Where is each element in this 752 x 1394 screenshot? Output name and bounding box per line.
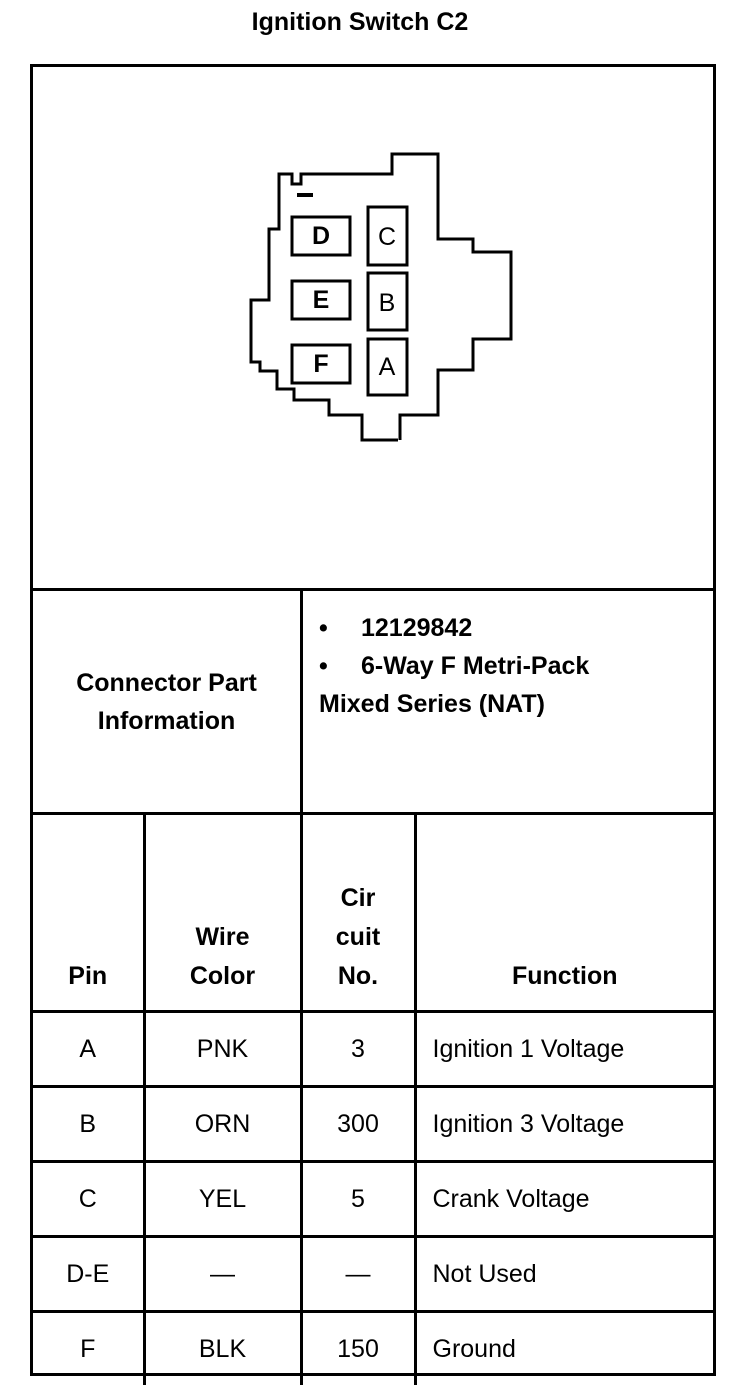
wire-color-cell: PNK [142, 1010, 303, 1088]
wire-color-cell: ORN [142, 1085, 303, 1163]
function-cell: Crank Voltage [413, 1160, 713, 1238]
cavity-c: C [366, 205, 409, 267]
header-circuit-no: Cir cuit No. [299, 815, 417, 1013]
cavity-a: A [366, 337, 409, 397]
circuit-cell: 3 [299, 1010, 417, 1088]
pin-cell: D-E [33, 1235, 146, 1313]
circuit-cell: 300 [299, 1085, 417, 1163]
cavity-label-c: C [378, 223, 396, 251]
part-info-label: Connector Part Information [33, 591, 303, 812]
connector-part-info: Connector Part Information • 12129842 • 6-… [33, 591, 713, 815]
cavity-b: B [366, 271, 409, 332]
part-info-values: • 12129842 • 6-Way F Metri-Pack Mixed Seri… [319, 609, 709, 723]
connector-diagram: D C E B F A [33, 67, 713, 591]
bullet-icon: • [319, 652, 328, 680]
cavity-label-b: B [379, 289, 396, 317]
connector-type: 6-Way F Metri-Pack [361, 652, 590, 680]
wire-color-cell: BLK [142, 1310, 303, 1385]
connector-face-drawing: D C E B F A [249, 152, 513, 442]
circuit-cell: 150 [299, 1310, 417, 1385]
table-row: B ORN 300 Ignition 3 Voltage [33, 1085, 713, 1163]
part-number-line: • 12129842 [319, 609, 709, 647]
table-row: F BLK 150 Ground [33, 1310, 713, 1385]
function-cell: Ignition 3 Voltage [413, 1085, 713, 1163]
connector-type-line: • 6-Way F Metri-Pack [319, 647, 709, 685]
table-row: D-E — — Not Used [33, 1235, 713, 1313]
bullet-icon: • [319, 614, 328, 642]
cavity-label-f: F [313, 350, 328, 378]
part-info-label-line: Connector Part [76, 668, 257, 697]
cavity-label-e: E [313, 286, 330, 314]
pin-cell: A [33, 1010, 146, 1088]
connector-outline [249, 152, 513, 442]
cavity-label-a: A [379, 353, 396, 381]
part-number: 12129842 [361, 614, 473, 642]
pin-cell: F [33, 1310, 146, 1385]
part-info-label-line: Information [97, 706, 236, 735]
table-row: C YEL 5 Crank Voltage [33, 1160, 713, 1238]
pin-table: Pin Wire Color Cir cuit No. Function A P… [33, 815, 713, 1385]
header-pin: Pin [33, 815, 146, 1013]
header-function: Function [413, 815, 713, 1013]
pin-cell: C [33, 1160, 146, 1238]
cavity-f: F [290, 343, 352, 385]
connector-info-frame: D C E B F A Con [30, 64, 716, 1385]
circuit-cell: 5 [299, 1160, 417, 1238]
table-row: A PNK 3 Ignition 1 Voltage [33, 1010, 713, 1088]
connector-series: Mixed Series (NAT) [319, 690, 545, 718]
pin-cell: B [33, 1085, 146, 1163]
function-cell: Ground [413, 1310, 713, 1385]
cavity-d: D [290, 215, 352, 257]
page-title: Ignition Switch C2 [251, 8, 469, 36]
pin-table-header: Pin Wire Color Cir cuit No. Function [33, 815, 713, 1013]
circuit-cell: — [299, 1235, 417, 1313]
cavity-e: E [290, 279, 352, 321]
header-wire-color: Wire Color [142, 815, 303, 1013]
wire-color-cell: — [142, 1235, 303, 1313]
function-cell: Not Used [413, 1235, 713, 1313]
cavity-label-d: D [312, 222, 330, 250]
function-cell: Ignition 1 Voltage [413, 1010, 713, 1088]
wire-color-cell: YEL [142, 1160, 303, 1238]
